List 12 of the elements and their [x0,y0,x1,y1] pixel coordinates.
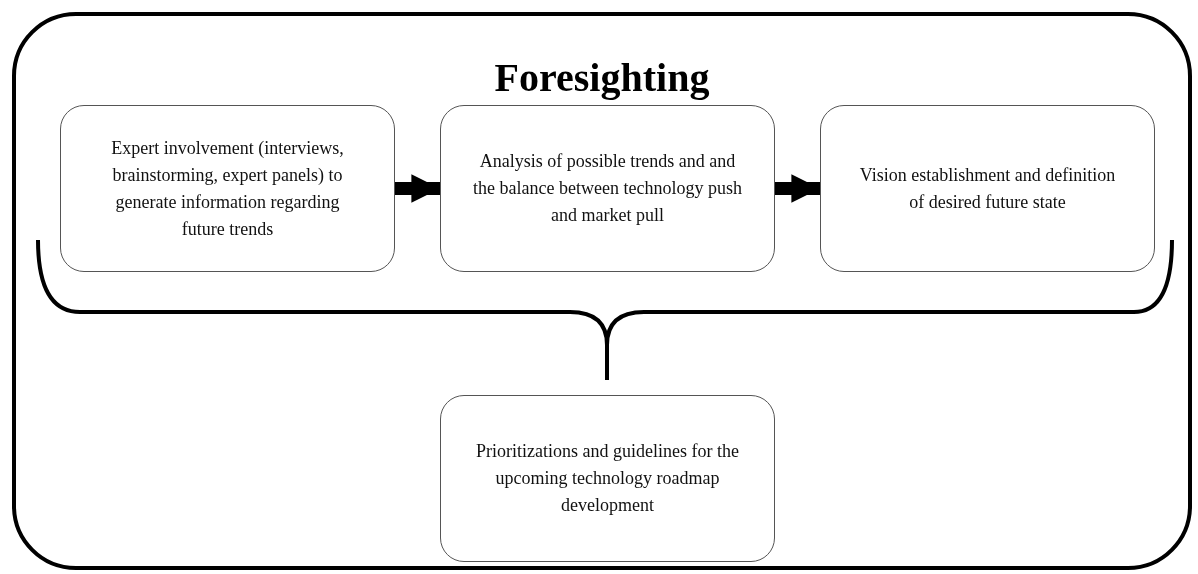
process-box [440,395,775,562]
frame-heading: Foresighting [494,54,710,101]
process-box [60,105,395,272]
box-text: Prioritizations and guidelines for the upcoming technology roadmap development [475,440,740,517]
arrow [395,174,440,203]
rounded-frame [12,12,1192,570]
process-box [440,105,775,272]
arrow [775,174,820,203]
box-text: Expert involvement (interviews, brainstorming, expert panels) to generate information regarding future trends [110,136,345,241]
box-text: Vision establishment and definition of desired future state [858,163,1117,214]
process-box [820,105,1155,272]
box-text: Analysis of possible trends and and the balance between technology push and market pull [473,150,742,227]
